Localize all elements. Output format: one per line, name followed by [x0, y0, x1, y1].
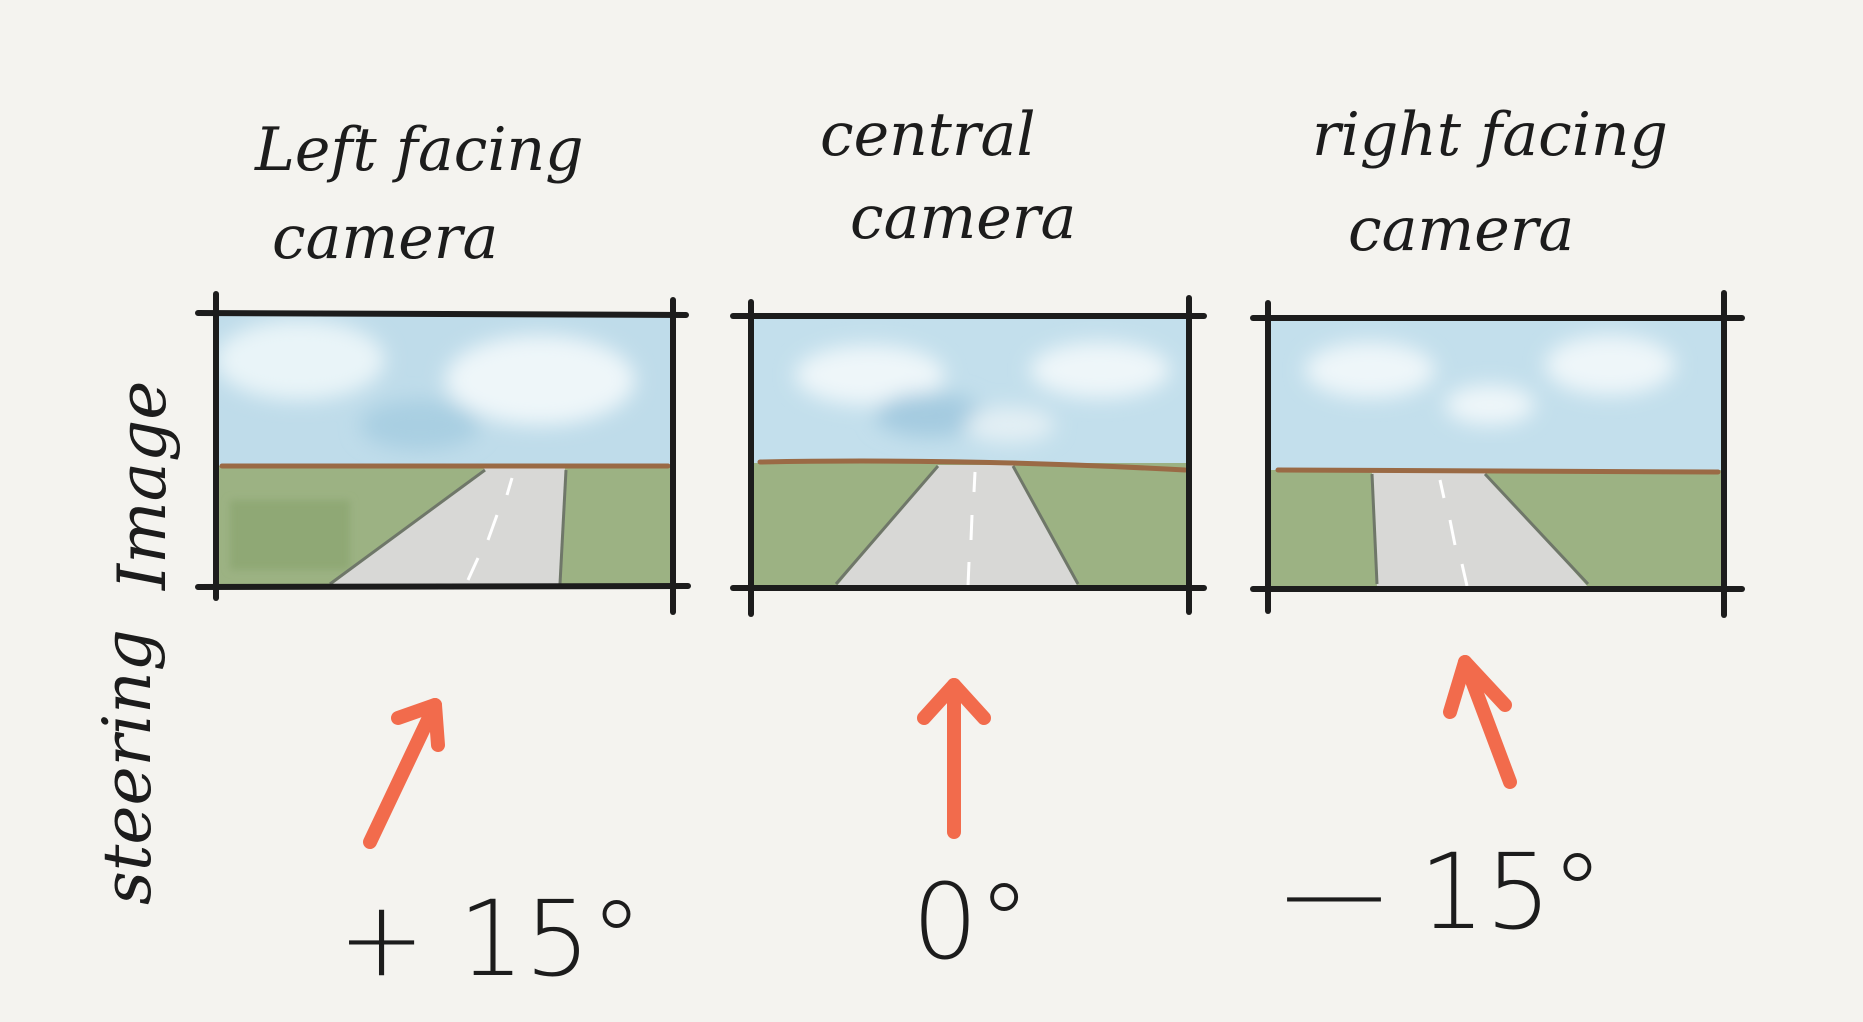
- right-camera-title-line1: right facing: [1312, 100, 1668, 170]
- frame: [195, 291, 691, 615]
- left-camera-title-line2: camera: [272, 203, 498, 273]
- right-camera-title-line2: camera: [1348, 195, 1574, 265]
- lane-dashes: [966, 471, 977, 587]
- clouds: [216, 320, 635, 450]
- road: [330, 468, 565, 586]
- frame: [1250, 290, 1745, 618]
- left-camera-image: [195, 291, 691, 615]
- clouds: [795, 342, 1170, 443]
- steering-labels: + 15° 0° — 15°: [338, 831, 1603, 1000]
- horizon: [1275, 467, 1721, 475]
- camera-titles: Left facing camera central camera right …: [254, 100, 1668, 273]
- center-steering-arrow: [917, 678, 991, 839]
- road: [836, 465, 1078, 587]
- center-camera-image: [730, 295, 1207, 617]
- left-steering-angle: + 15°: [338, 878, 643, 1000]
- steering-row-label: steering: [89, 629, 166, 905]
- frame: [730, 295, 1207, 617]
- left-steering-arrow: [363, 698, 445, 849]
- lane-dashes: [1438, 479, 1469, 587]
- right-steering-arrow: [1443, 655, 1517, 789]
- image-row-label: Image: [104, 381, 181, 591]
- center-camera-title-line1: central: [820, 100, 1036, 170]
- road: [1372, 472, 1588, 587]
- center-steering-angle: 0°: [912, 861, 1030, 983]
- right-steering-angle: — 15°: [1282, 831, 1603, 953]
- clouds: [1305, 335, 1675, 425]
- right-camera-image: [1250, 290, 1745, 618]
- center-camera-title-line2: camera: [850, 183, 1076, 253]
- horizon: [757, 458, 1188, 473]
- left-camera-title-line1: Left facing: [254, 115, 584, 185]
- lane-dashes: [466, 477, 514, 581]
- steering-arrows: [363, 655, 1517, 849]
